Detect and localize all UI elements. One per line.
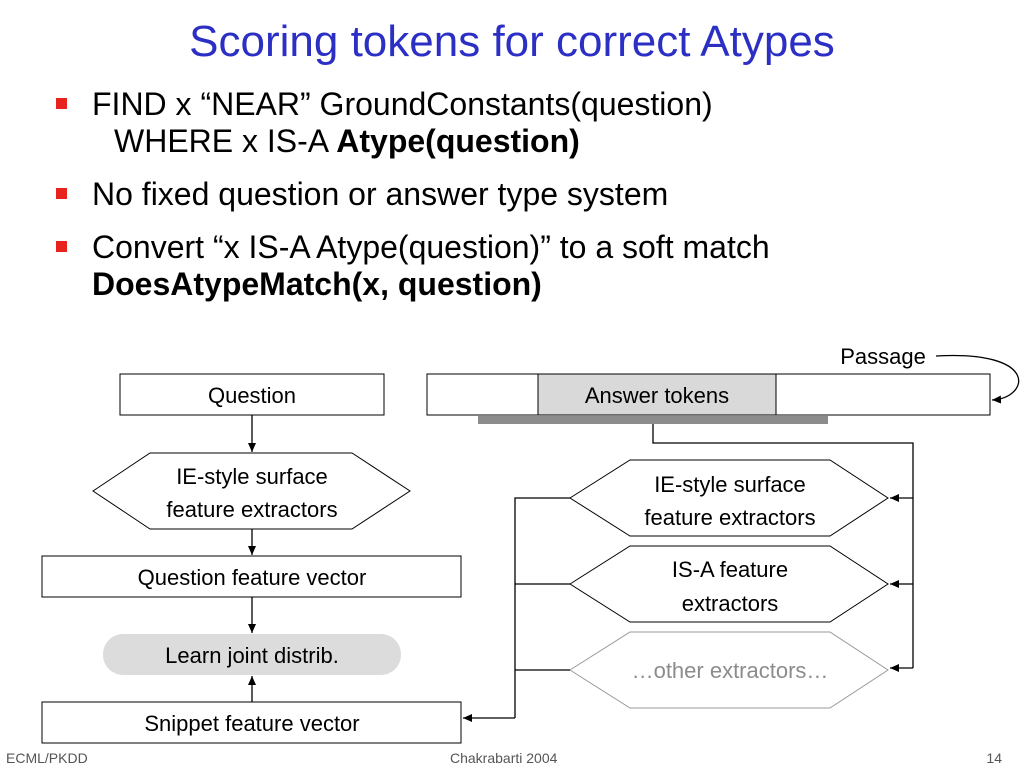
footer-page-number: 14	[986, 750, 1002, 766]
right-ie-extractor-line1: IE-style surface	[654, 472, 806, 497]
passage-label: Passage	[840, 344, 926, 369]
left-extractor-line2: feature extractors	[166, 497, 337, 522]
bullet-square-icon	[56, 188, 67, 199]
learn-joint-label: Learn joint distrib.	[165, 643, 339, 668]
footer-author: Chakrabarti 2004	[450, 750, 558, 766]
answer-tokens-shadow-bar	[478, 416, 828, 424]
isa-extractor-line1: IS-A feature	[672, 557, 788, 582]
answer-tokens-label: Answer tokens	[585, 383, 729, 408]
left-surface-extractor-hexagon	[92, 452, 411, 530]
bullet-no-fixed-text: No fixed question or answer type system	[92, 176, 669, 212]
answer-tokens-bus-line	[652, 424, 914, 668]
other-extractor-label: …other extractors…	[632, 658, 829, 683]
bullet-item-convert: Convert “x IS-A Atype(question)” to a so…	[52, 229, 992, 303]
isa-extractor-line2: extractors	[682, 591, 779, 616]
bullet-square-icon	[56, 98, 67, 109]
question-box	[119, 373, 385, 416]
bullet-find-line2: WHERE x IS-A Atype(question)	[92, 123, 992, 160]
left-extractor-line1: IE-style surface	[176, 464, 328, 489]
footer-venue: ECML/PKDD	[6, 750, 88, 766]
answer-tokens-box	[537, 373, 777, 416]
bullet-item-find: FIND x “NEAR” GroundConstants(question) …	[52, 86, 992, 160]
right-ie-extractor-line2: feature extractors	[644, 505, 815, 530]
bullet-find-line1: FIND x “NEAR” GroundConstants(question)	[92, 86, 713, 122]
snippet-feature-vector-box	[41, 701, 462, 744]
passage-curved-arrow	[935, 354, 1020, 404]
bullet-square-icon	[56, 241, 67, 252]
bullet-convert-line2: DoesAtypeMatch(x, question)	[92, 266, 542, 302]
bullet-item-no-fixed: No fixed question or answer type system	[52, 176, 992, 213]
other-extractor-hexagon	[569, 631, 889, 709]
bullet-list: FIND x “NEAR” GroundConstants(question) …	[52, 86, 992, 319]
slide-title: Scoring tokens for correct Atypes	[189, 17, 835, 66]
bullet-find-line2-plain: WHERE x IS-A	[114, 123, 337, 159]
isa-extractor-hexagon	[569, 545, 889, 623]
right-surface-extractor-hexagon	[569, 459, 889, 537]
bullet-find-line2-bold: Atype(question)	[336, 123, 580, 159]
snippet-feature-vector-label: Snippet feature vector	[144, 711, 359, 736]
question-feature-vector-label: Question feature vector	[138, 565, 367, 590]
bullet-convert-line1: Convert “x IS-A Atype(question)” to a so…	[92, 229, 770, 265]
learn-joint-ellipse	[103, 634, 401, 675]
question-box-label: Question	[208, 383, 296, 408]
extractor-collector-bus	[514, 497, 570, 718]
